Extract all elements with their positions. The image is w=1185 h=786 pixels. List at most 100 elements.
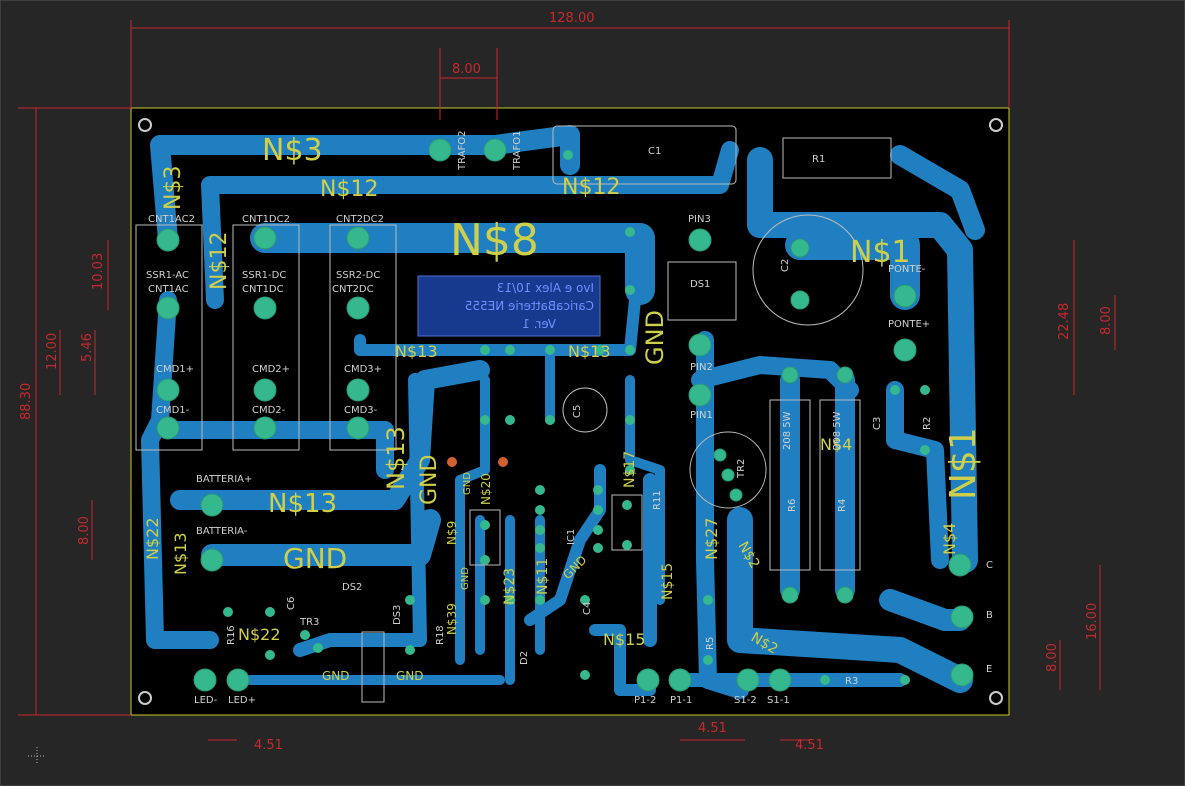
label-cmd3-minus: CMD3- [344,405,378,416]
logo-text: Ivo e Alex 10/13 CaricaBatterie NE555 Ve… [465,281,594,331]
label-r5: R5 [705,637,716,650]
label-batteria-minus: BATTERIA- [196,526,248,537]
net-label-gnd-small-5: GND [396,669,424,683]
net-label-n12-a: N$12 [320,177,378,202]
crosshair-icon [28,747,46,765]
net-label-n4-b: N$4 [940,523,959,555]
net-label-n17: N$17 [622,451,638,488]
label-tr2: TR2 [736,459,747,479]
dim-board-height: 88.30 [19,383,34,420]
net-label-gnd-small-1: GND [462,472,473,495]
net-label-n15-b: N$15 [603,630,646,649]
net-label-n15-a: N$15 [660,563,676,600]
net-label-n13-b: N$13 [568,342,611,361]
net-label-gnd-main: GND [283,542,347,575]
net-label-n3: N$3 [262,133,323,168]
label-cmd2-plus: CMD2+ [252,364,290,375]
label-r4-value: 208 5W [832,411,843,450]
net-label-n9: N$9 [445,521,459,545]
label-tr3: TR3 [299,617,319,628]
label-c-pin: C [986,560,993,571]
net-label-n27: N$27 [702,517,721,560]
net-label-n13-c: N$13 [268,489,337,519]
label-cmd2-minus: CMD2- [252,405,286,416]
label-cnt1ac2: CNT1AC2 [148,214,195,225]
dim-left-c: 5.46 [80,333,95,362]
label-led-plus: LED+ [228,695,256,706]
label-r6: R6 [787,499,798,512]
label-ic1: IC1 [566,529,577,545]
net-label-n1-a: N$1 [850,235,911,270]
label-trafo1: TRAFO1 [512,131,523,171]
label-batteria-plus: BATTERIA+ [196,474,252,485]
label-cnt1ac: CNT1AC [148,284,189,295]
net-label-gnd-vertical-2: GND [417,455,442,505]
label-r3: R3 [845,676,858,687]
label-p1-2: P1-2 [634,695,656,706]
net-label-n22-a: N$22 [143,517,162,560]
label-r2: R2 [922,417,933,430]
net-label-n1-b: N$1 [943,427,984,500]
label-pin2: PIN2 [690,362,713,373]
dim-bottom-b: 4.51 [698,721,727,736]
net-label-n4-a: N$4 [820,435,852,454]
silkscreen-outlines [135,125,892,703]
label-c2: C2 [780,259,791,272]
label-ponte-plus: PONTE+ [888,319,930,330]
label-cmd1-minus: CMD1- [156,405,190,416]
dim-left-d: 8.00 [77,516,92,545]
small-vias [223,150,930,685]
dim-right-c: 8.00 [1045,643,1060,672]
dim-right-a: 22.48 [1057,303,1072,340]
label-ds1: DS1 [690,279,710,290]
dim-left-b: 12.00 [45,333,60,370]
net-label-gnd-vertical-1: GND [641,310,669,365]
label-s1-1: S1-1 [767,695,790,706]
label-ssr1-ac: SSR1-AC [146,270,189,281]
dim-bottom-a: 4.51 [254,738,283,753]
label-cmd1-plus: CMD1+ [156,364,194,375]
label-ssr1-dc: SSR1-DC [242,270,286,281]
label-r16: R16 [226,625,237,645]
label-cnt1dc2: CNT1DC2 [242,214,290,225]
logo-block [417,275,601,337]
dim-bottom-c: 4.51 [795,738,824,753]
label-ds3: DS3 [392,605,403,625]
label-r4: R4 [837,499,848,512]
net-label-n12-vertical: N$12 [207,232,232,290]
label-e-pin: E [986,664,992,675]
label-p1-1: P1-1 [670,695,692,706]
label-led-minus: LED- [194,695,218,706]
net-label-n23: N$23 [502,568,518,605]
label-pin3: PIN3 [688,214,711,225]
pads [156,138,974,692]
dim-top-short: 8.00 [452,62,481,77]
label-ds2: DS2 [342,582,362,593]
net-label-n13-vertical: N$13 [382,426,410,490]
label-ssr2-dc: SSR2-DC [336,270,380,281]
dimension-lines [18,20,1116,741]
logo-line-1: Ivo e Alex 10/13 [497,281,594,295]
dim-right-d: 16.00 [1085,603,1100,640]
label-trafo2: TRAFO2 [457,131,468,171]
net-label-n11: N$11 [535,558,551,595]
net-label-n8: N$8 [450,215,539,266]
label-c3: C3 [872,417,883,430]
net-label-n12-b: N$12 [562,175,620,200]
label-cnt1dc: CNT1DC [242,284,284,295]
label-c5: C5 [572,405,583,418]
label-pin1: PIN1 [690,410,713,421]
label-r11: R11 [652,490,663,510]
net-label-n39: N$39 [445,603,459,635]
board-outline [130,107,1010,716]
label-cnt2dc2: CNT2DC2 [336,214,384,225]
net-label-n13-a: N$13 [395,342,438,361]
logo-line-2: CaricaBatterie NE555 [465,299,594,313]
label-c4: C4 [582,602,593,615]
net-label-n3-vertical: N$3 [161,166,186,210]
label-r18: R18 [435,625,446,645]
label-r6-value: 208 5W [782,411,793,450]
dim-left-a: 10.03 [91,253,106,290]
net-label-gnd-small-2: GND [460,567,471,590]
